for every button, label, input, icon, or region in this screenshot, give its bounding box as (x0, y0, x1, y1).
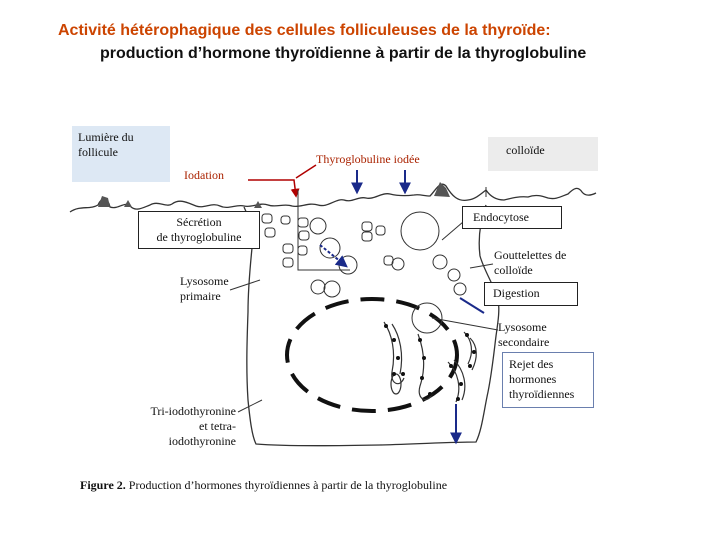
label-secretion-line1: Sécrétion (176, 215, 222, 229)
label-tri-line1: Tri-iodothyronine (150, 404, 236, 418)
caption-text: Production d’hormones thyroïdiennes à pa… (125, 478, 448, 492)
label-thyroglobuline-iodee: Thyroglobuline iodée (316, 152, 420, 166)
title-line-2: production d’hormone thyroïdienne à part… (100, 45, 587, 62)
label-gouttelettes: Gouttelettes de colloïde (494, 248, 566, 278)
label-lysosome-secondaire-line1: Lysosome (498, 320, 547, 334)
figure-caption: Figure 2. Production d’hormones thyroïdi… (80, 478, 447, 493)
leader-lines (229, 187, 499, 413)
title-line-1: Activité hétérophagique des cellules fol… (58, 22, 551, 39)
label-gouttelettes-line1: Gouttelettes de (494, 248, 567, 262)
label-secretion-line2: de thyroglobuline (156, 230, 242, 244)
label-rejet-hormones: Rejet des hormones thyroïdiennes (502, 352, 594, 408)
label-tri-iodothyronine: Tri-iodothyronine et tetra- iodothyronin… (136, 404, 236, 449)
label-gouttelettes-line2: colloïde (494, 263, 533, 277)
arrow-iodation (248, 164, 317, 198)
arrow-lysosome-to-nucleus (319, 244, 348, 268)
label-rejet-line3: thyroïdiennes (509, 387, 575, 401)
label-lysosome-primaire-line1: Lysosome (180, 274, 229, 288)
label-endocytose: Endocytose (462, 206, 562, 229)
label-lysosome-secondaire-line2: secondaire (498, 335, 550, 349)
label-lumiere-line1: Lumière du (78, 130, 134, 144)
label-lysosome-primaire: Lysosome primaire (180, 274, 229, 304)
lysosome-dots (384, 324, 476, 401)
label-iodation: Iodation (184, 168, 224, 182)
caption-bold: Figure 2. (80, 478, 126, 492)
label-tri-line2: et tetra- (199, 419, 236, 433)
label-lumiere-follicule: Lumière du follicule (72, 126, 170, 182)
label-secretion: Sécrétion de thyroglobuline (138, 211, 260, 249)
label-tri-line3: iodothyronine (168, 434, 236, 448)
nucleus (285, 297, 459, 413)
arrow-digestion (459, 297, 485, 314)
label-rejet-line2: hormones (509, 372, 557, 386)
label-lysosome-primaire-line2: primaire (180, 289, 221, 303)
label-lumiere-line2: follicule (78, 145, 118, 159)
label-rejet-line1: Rejet des (509, 357, 554, 371)
label-lysosome-secondaire: Lysosome secondaire (498, 320, 549, 350)
apical-membrane (69, 183, 597, 213)
label-digestion: Digestion (484, 282, 578, 306)
vesicles (261, 211, 467, 334)
secondary-lysosomes (383, 321, 477, 403)
label-colloide: colloïde (488, 137, 598, 171)
